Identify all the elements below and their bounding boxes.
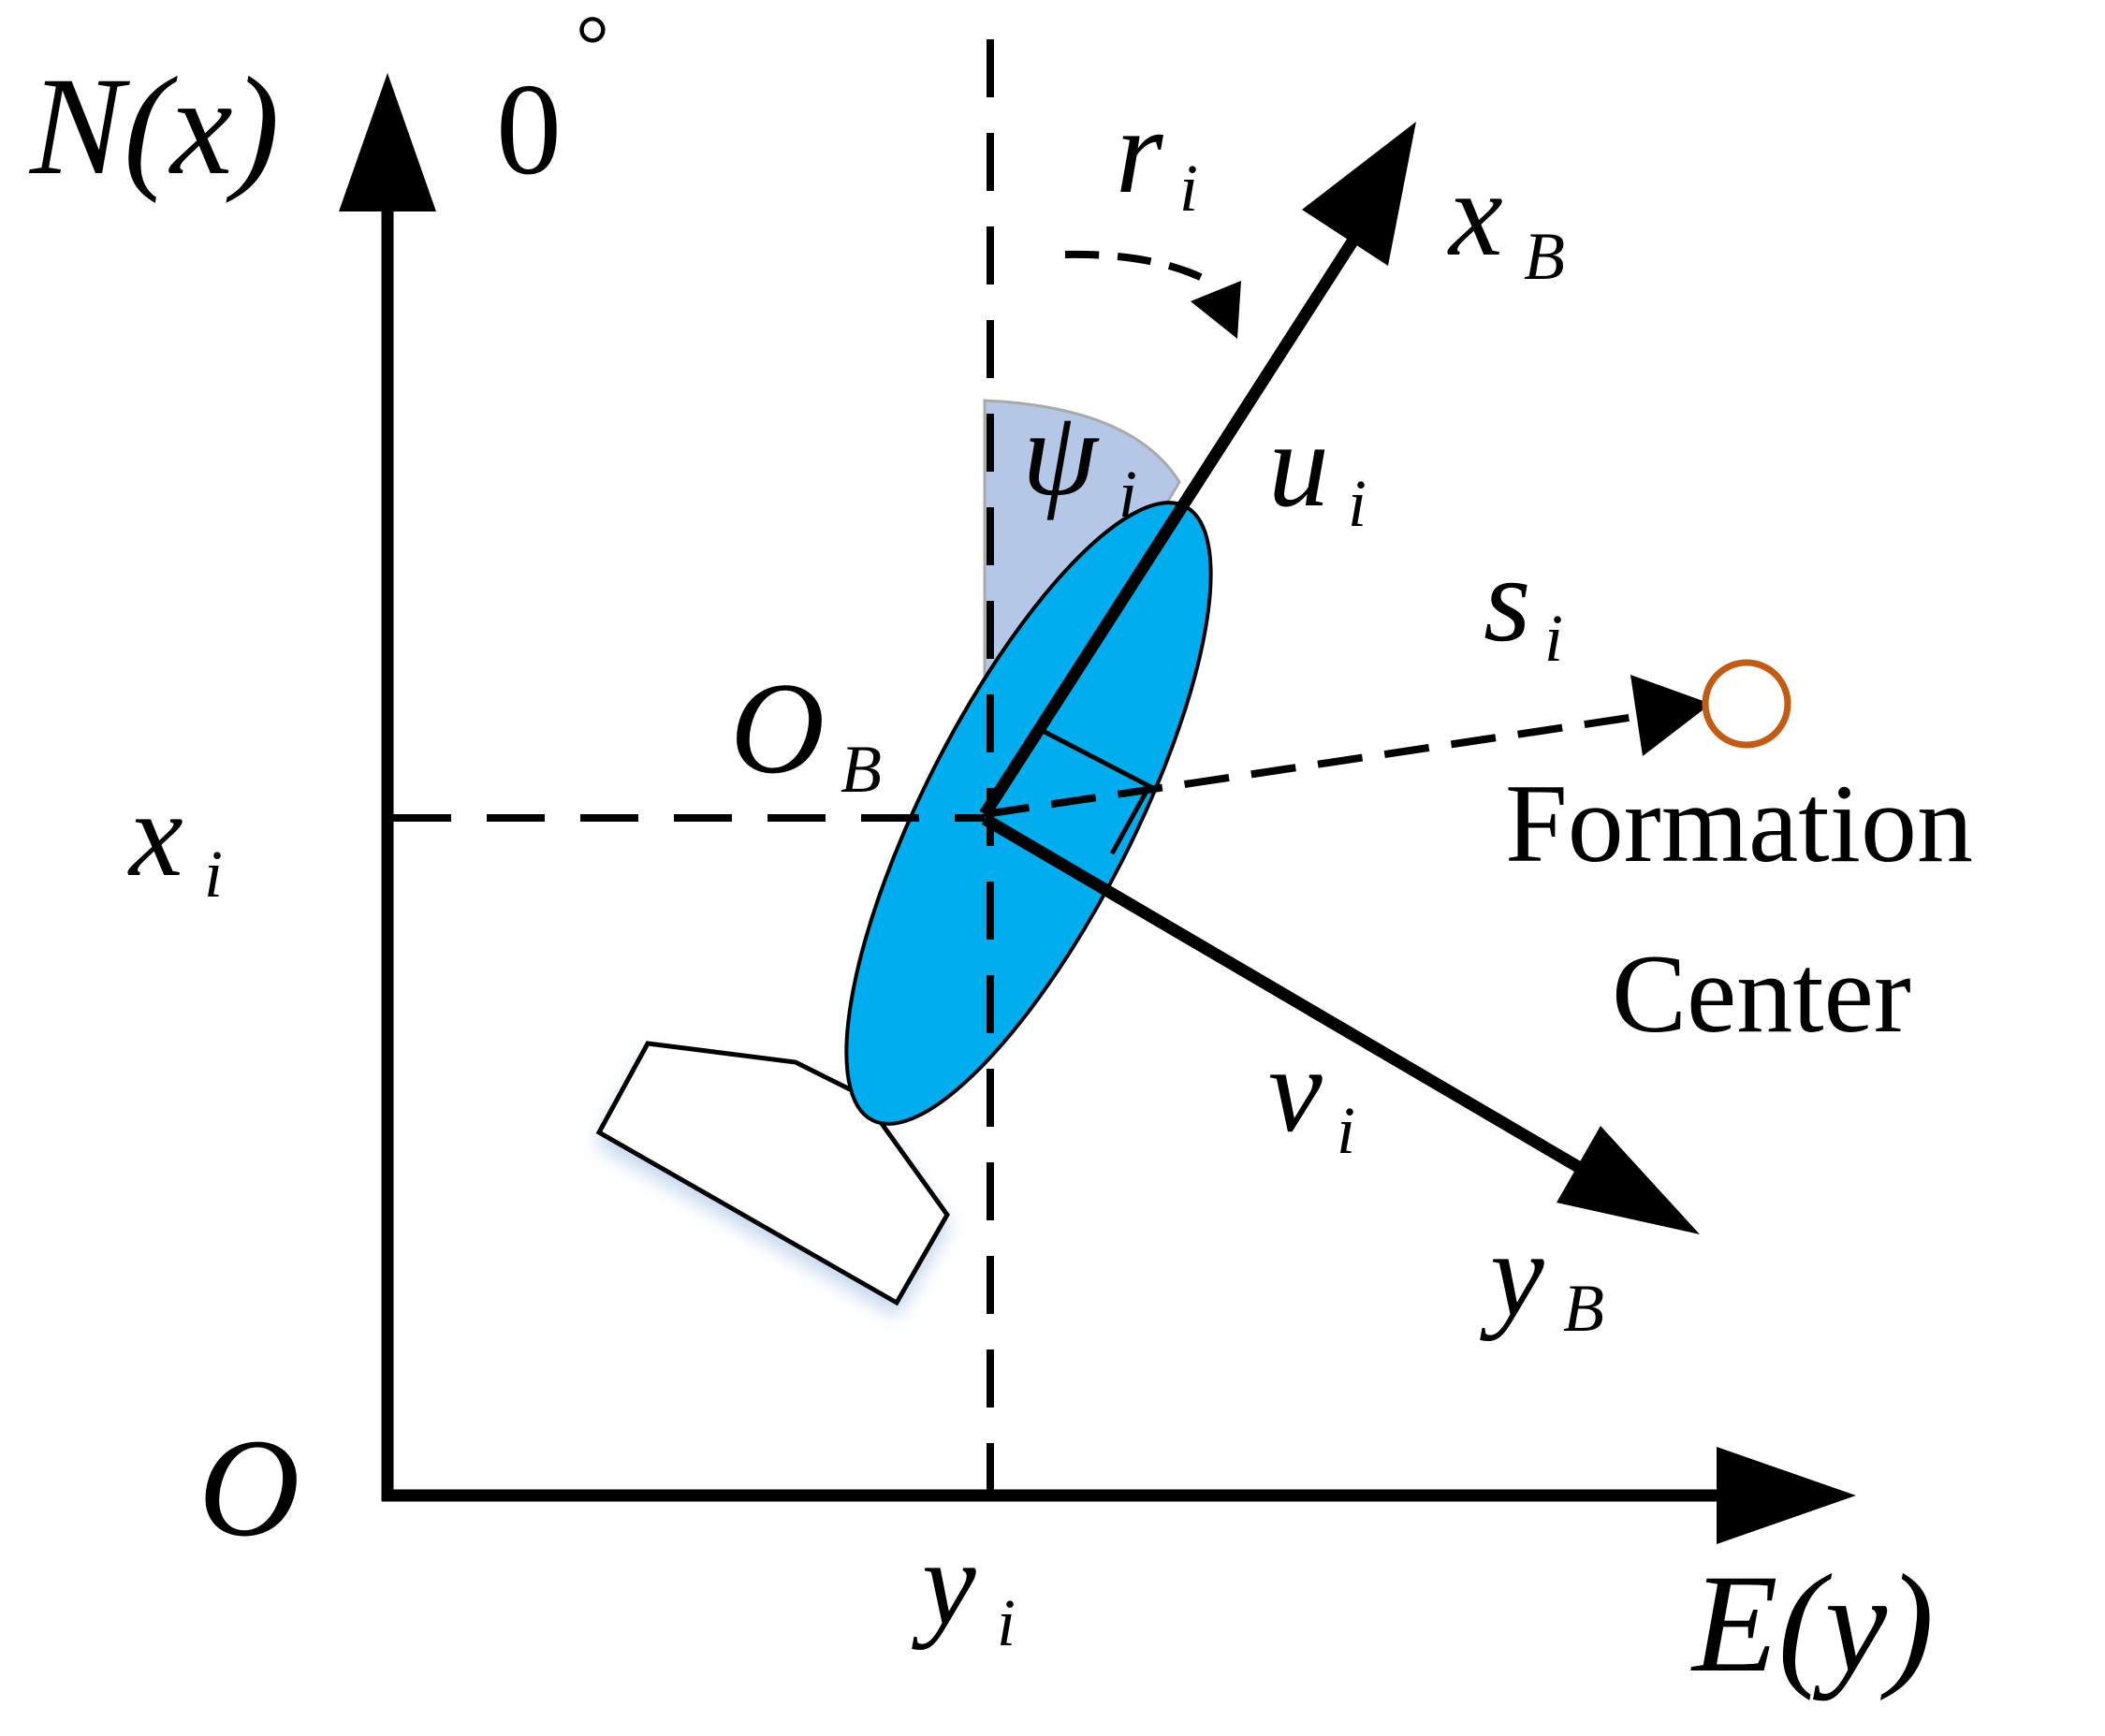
- zero-heading-degree: °: [576, 0, 609, 92]
- distance-arrowhead: [1630, 675, 1711, 756]
- distance-dashed-line: [984, 711, 1648, 818]
- x-body-axis-arrowhead: [1302, 122, 1416, 266]
- origin-label: O: [198, 1410, 300, 1566]
- formation-center-label-line1: Formation: [1505, 761, 1973, 885]
- x-body-axis-subscript: B: [1524, 219, 1565, 294]
- distance-label: s: [1484, 532, 1531, 667]
- yaw-rate-label: r: [1116, 84, 1163, 219]
- east-axis-label: E(y): [1690, 1546, 1934, 1701]
- body-origin-label: O: [730, 656, 825, 801]
- y-body-axis-label: y: [1480, 1207, 1544, 1342]
- distance-subscript: i: [1544, 601, 1563, 676]
- y-body-axis-subscript: B: [1563, 1271, 1604, 1346]
- yaw-rate-subscript: i: [1179, 151, 1198, 226]
- north-axis-arrowhead: [339, 73, 436, 212]
- y-position-subscript: i: [997, 1585, 1016, 1660]
- x-body-axis-label: x: [1447, 147, 1503, 282]
- yaw-rate-dashed-arc: [1064, 250, 1220, 289]
- north-axis-label: N(x): [28, 49, 280, 204]
- yaw-rate-arrowhead: [1191, 281, 1241, 339]
- surge-velocity-label: u: [1268, 398, 1329, 532]
- x-position-label: x: [127, 767, 183, 902]
- sway-velocity-subscript: i: [1337, 1093, 1355, 1168]
- x-position-subscript: i: [204, 837, 223, 912]
- surge-velocity-subscript: i: [1348, 466, 1367, 541]
- y-body-axis-arrowhead: [1557, 1126, 1700, 1234]
- heading-angle-subscript: i: [1118, 457, 1137, 532]
- body-origin-subscript: B: [841, 732, 882, 807]
- sway-velocity-label: v: [1268, 1023, 1323, 1158]
- x-body-axis-line: [979, 238, 1358, 818]
- y-body-axis-line: [981, 813, 1606, 1187]
- formation-center-marker: [1702, 659, 1791, 749]
- formation-center-label-line2: Center: [1612, 931, 1911, 1056]
- y-position-label: y: [912, 1516, 976, 1651]
- zero-heading-label: 0: [496, 57, 562, 202]
- heading-angle-label: ψ: [1022, 387, 1100, 521]
- east-axis-arrowhead: [1717, 1447, 1856, 1544]
